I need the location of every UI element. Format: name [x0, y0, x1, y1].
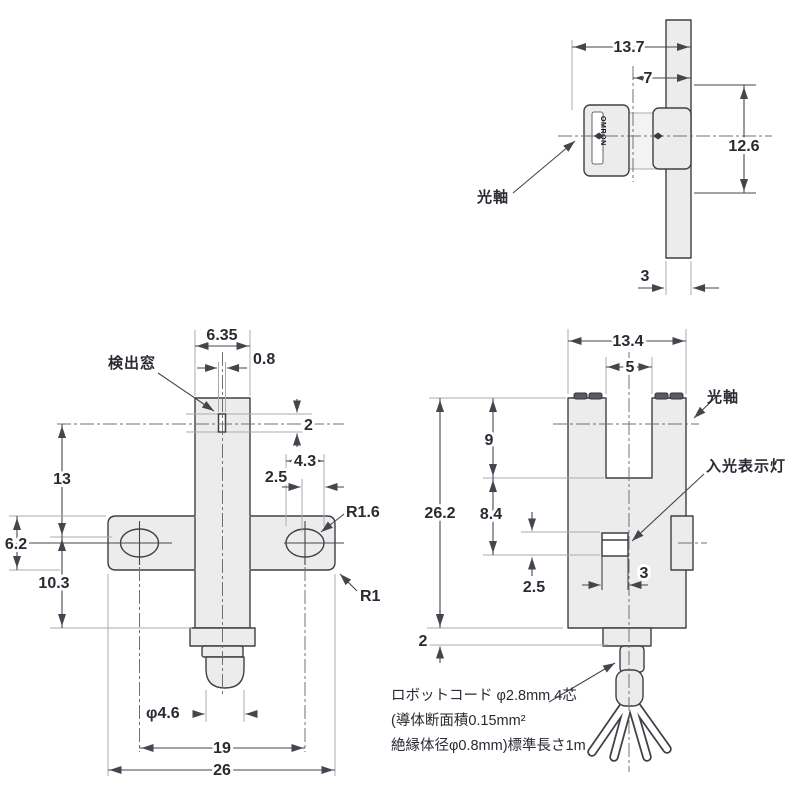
- detection-window-label: 検出窓: [108, 354, 156, 372]
- dim-front-window-width: 0.8: [197, 348, 278, 412]
- cable-wires: [587, 695, 672, 762]
- lens-marker-left: [594, 132, 604, 140]
- dim-front-hole-pitch: 19: [139, 737, 305, 760]
- light-indicator-label: 入光表示灯: [706, 457, 786, 475]
- callout-light-indicator: 入光表示灯: [631, 457, 786, 542]
- dim-front-head-width-value: 6.35: [206, 327, 237, 344]
- dim-top-width-value: 13.7: [613, 39, 644, 56]
- right-body-outline: [567, 397, 687, 629]
- sensor-face-bump: [573, 392, 588, 400]
- dim-right-slot-width-value: 5: [626, 359, 635, 376]
- dim-right-slot-depth-value: 9: [485, 432, 494, 449]
- dim-front-window-height: 2: [293, 399, 316, 447]
- dim-right-slot-to-indicator-value: 8.4: [480, 506, 502, 523]
- sensor-face-bump: [669, 392, 684, 400]
- cord-note: ロボットコード φ2.8mm 4芯 (導体断面積0.15mm² 絶縁体径φ0.8…: [391, 662, 616, 754]
- cord-note-line2: (導体断面積0.15mm²: [391, 712, 526, 729]
- dim-front-flange-height: 6.2: [2, 515, 106, 571]
- dim-front-hole-length: 4.3: [285, 450, 325, 526]
- callout-hole-radius: R1.6: [320, 501, 383, 533]
- right-connector-neck: [619, 645, 645, 673]
- dim-top-inset-value: 7: [644, 70, 653, 87]
- dim-top-height: 12.6: [694, 84, 763, 194]
- dim-front-hole-to-bottom-value: 10.3: [38, 575, 69, 592]
- optical-axis-label-right: 光軸: [706, 388, 739, 406]
- dim-front-hole-length-value: 4.3: [294, 453, 316, 470]
- dim-right-overall-height: 26.2: [421, 397, 566, 629]
- dim-right-indicator-width: 3: [582, 562, 652, 589]
- dim-front-cable-diameter-value: φ4.6: [146, 705, 180, 722]
- dim-front-window-height-value: 2: [304, 417, 313, 434]
- dim-front-hole-to-bottom: 10.3: [35, 537, 192, 629]
- mounting-hole-left: [8, 521, 172, 752]
- dim-right-slot-width: 5: [605, 356, 653, 394]
- view-front: 6.35 0.8 検出窓 2 4.3: [2, 324, 384, 782]
- callout-optical-axis-top: 光軸: [476, 140, 576, 206]
- view-side-right: 13.4 5 光軸 9 26.2: [416, 329, 786, 772]
- dim-front-head-width: 6.35: [194, 324, 251, 396]
- dim-front-hole-offset-value: 2.5: [265, 469, 287, 486]
- sensor-face-bump: [654, 392, 669, 400]
- dim-top-inset: 7: [632, 66, 691, 182]
- callout-flange-radius: R1: [339, 573, 384, 608]
- view-side-top: OMRON 13.7 7 12.6: [476, 19, 772, 295]
- dim-front-hole-offset: 2.5: [262, 466, 344, 532]
- optical-axis-label-top: 光軸: [476, 188, 509, 206]
- mounting-hole-right: [284, 521, 344, 752]
- dim-right-slot-to-indicator: 8.4: [477, 478, 600, 556]
- dim-front-overall-width-value: 26: [213, 762, 231, 779]
- dim-right-slot-depth: 9: [482, 398, 604, 479]
- dim-front-axis-to-hole: 13: [50, 424, 112, 538]
- hole-radius-label: R1.6: [346, 504, 380, 521]
- dim-right-overall-height-value: 26.2: [424, 505, 455, 522]
- dim-front-window-width-value: 0.8: [253, 351, 275, 368]
- dim-top-plate-thickness: 3: [638, 261, 719, 295]
- cord-note-line1: ロボットコード φ2.8mm 4芯: [391, 687, 577, 704]
- dim-top-plate-thickness-value: 3: [641, 268, 650, 285]
- callout-optical-axis-right: 光軸: [693, 388, 739, 419]
- dim-right-step-height-value: 2: [419, 633, 428, 650]
- dim-front-cable-diameter: φ4.6: [143, 690, 258, 725]
- flange-radius-label: R1: [360, 588, 381, 605]
- dim-right-width: 13.4: [567, 329, 687, 394]
- sensor-face-bump: [588, 392, 603, 400]
- dim-front-hole-pitch-value: 19: [213, 740, 231, 757]
- light-indicator-window: [601, 532, 629, 557]
- dim-right-indicator-height: 2.5: [520, 512, 600, 599]
- dim-front-overall-width: 26: [107, 574, 336, 782]
- dim-front-flange-height-value: 6.2: [5, 536, 27, 553]
- dim-right-indicator-width-value: 3: [640, 565, 649, 582]
- dim-right-step-height: 2: [416, 610, 608, 663]
- dim-right-width-value: 13.4: [612, 333, 643, 350]
- dim-front-axis-to-hole-value: 13: [53, 471, 71, 488]
- sensor-body-right-block: [652, 107, 692, 170]
- front-cable-boot: [205, 656, 245, 689]
- dim-right-indicator-height-value: 2.5: [523, 579, 545, 596]
- callout-detection-window: 検出窓: [108, 354, 215, 412]
- brand-logo-vertical: OMRON: [599, 116, 606, 146]
- lens-marker-right: [653, 132, 663, 140]
- dim-top-height-value: 12.6: [728, 138, 759, 155]
- right-connector-step: [602, 627, 652, 647]
- dim-top-width: 13.7: [571, 36, 691, 110]
- cord-note-line3: 絶縁体径φ0.8mm)標準長さ1m: [391, 737, 586, 754]
